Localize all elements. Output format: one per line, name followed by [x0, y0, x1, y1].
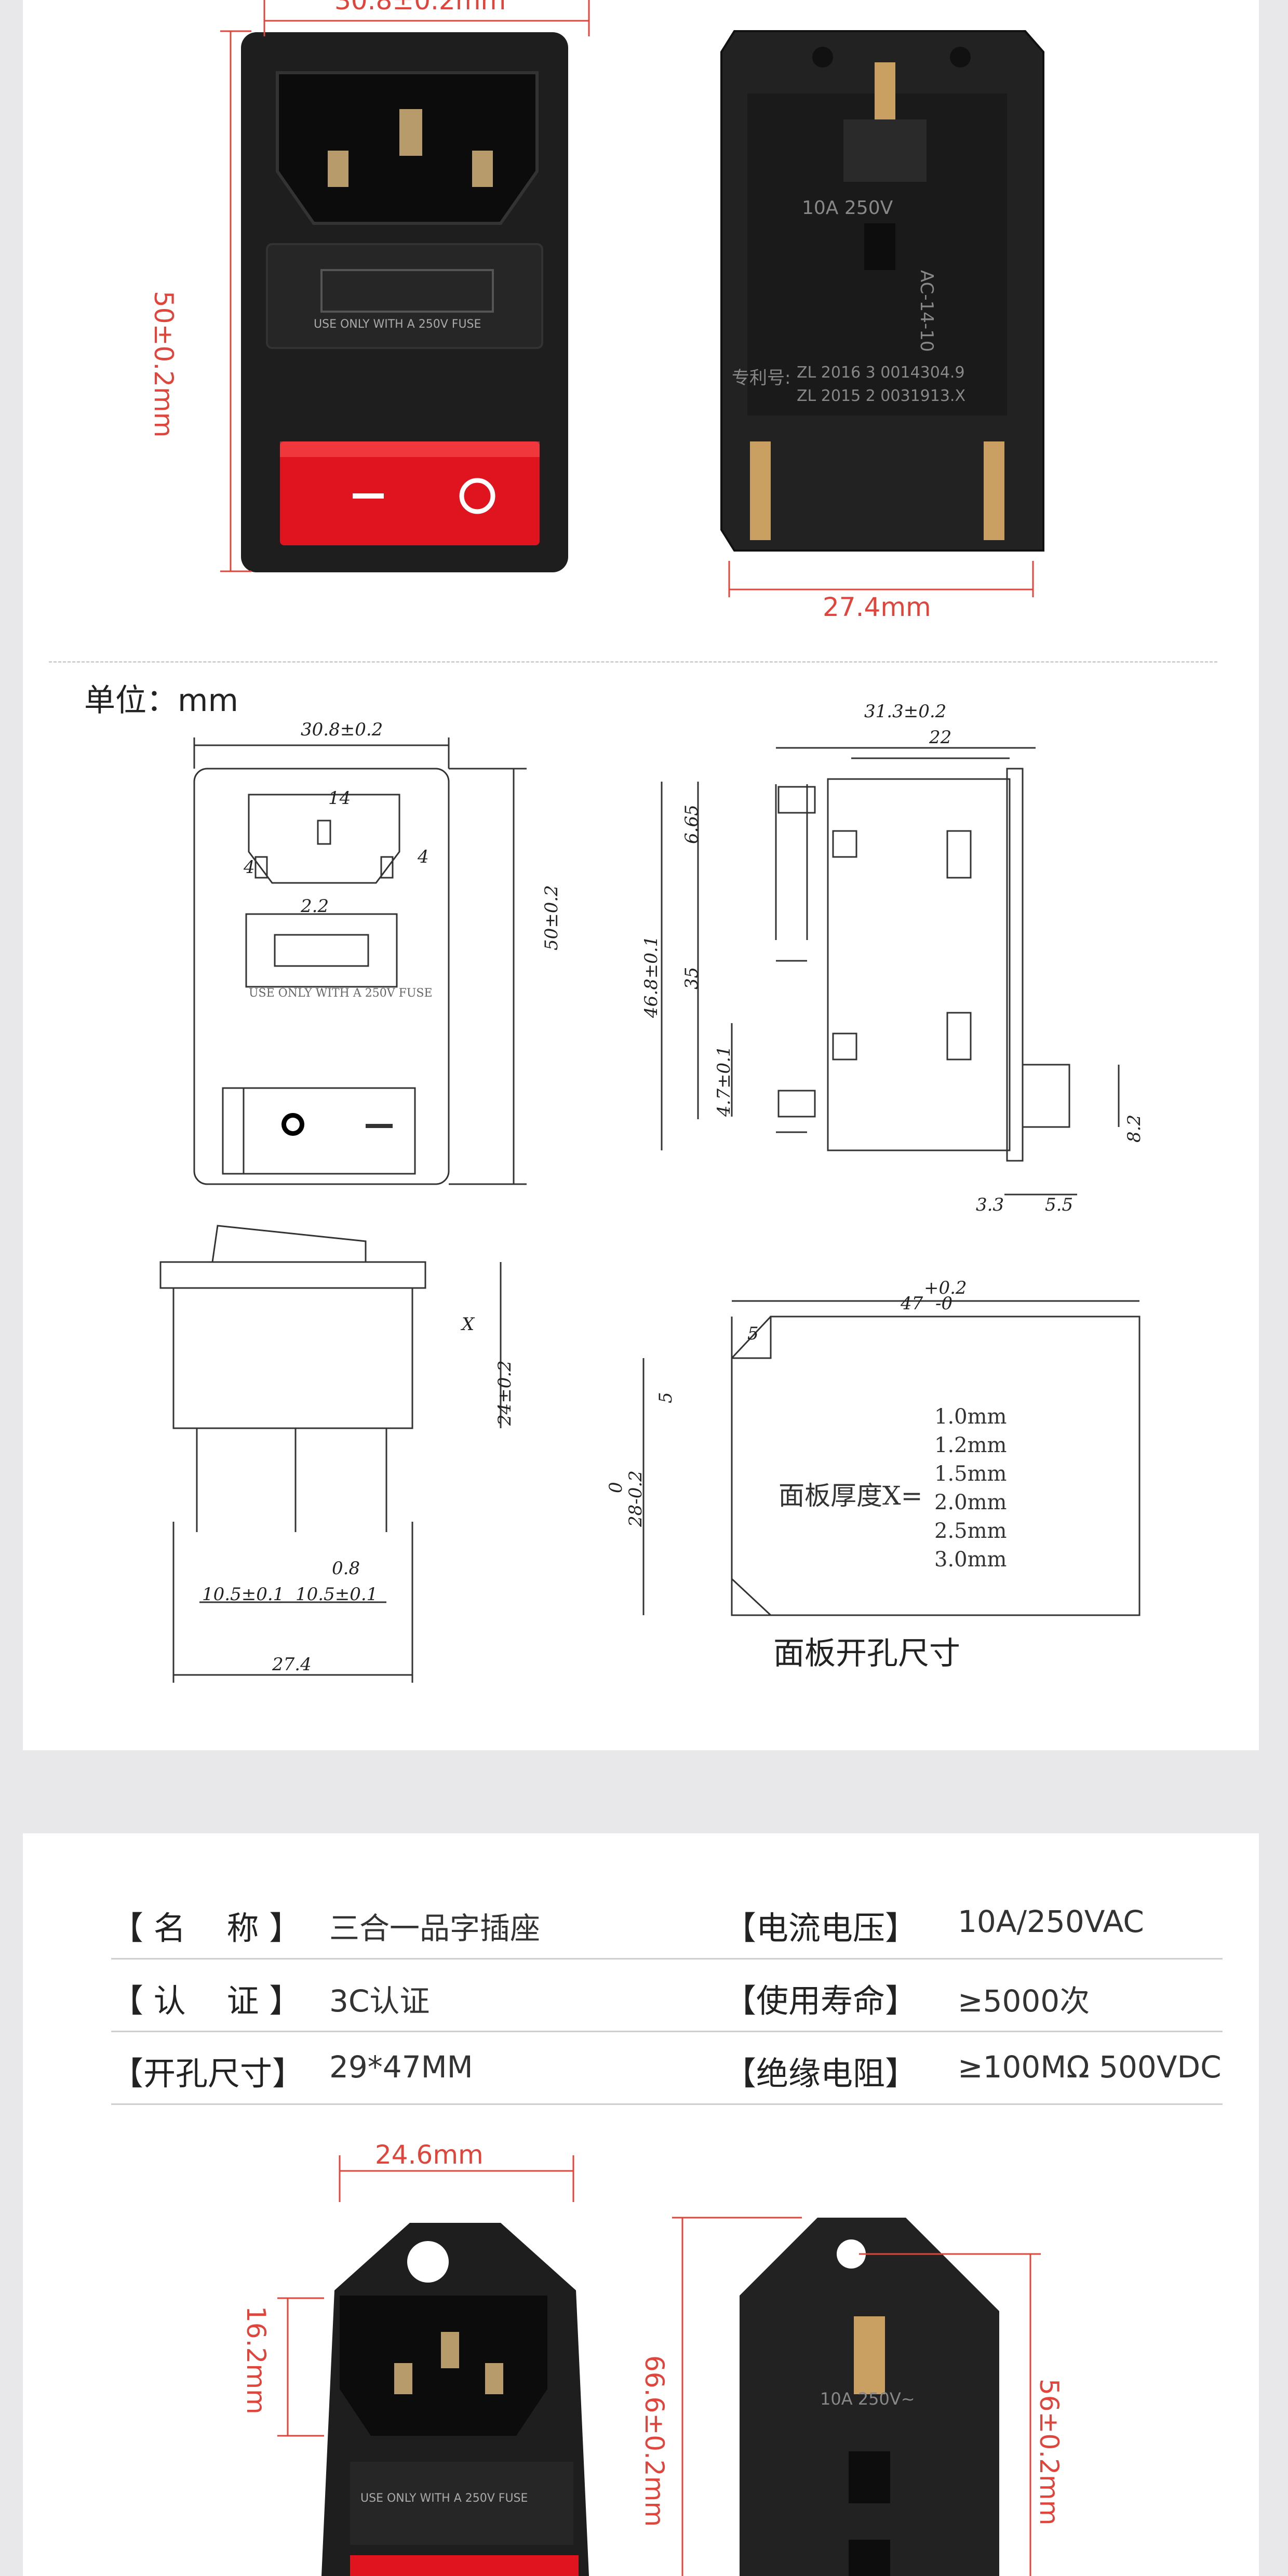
- front-height-dim: 50±0.2: [541, 885, 562, 950]
- drawing-panel-cutout: [642, 1300, 1141, 1616]
- photo-height-label: 50±0.2mm: [149, 291, 179, 438]
- cutout-corner-1: 5: [747, 1323, 759, 1344]
- side-dim-d3: 46.8±0.1: [641, 935, 662, 1018]
- side-body-dim: 22: [929, 727, 952, 748]
- bottom-front-photo: [321, 2223, 589, 2576]
- patent-line2: ZL 2015 2 0031913.X: [797, 387, 966, 405]
- cutout-tol: +0.2: [924, 1278, 967, 1298]
- spec-cutout-value: 29*47MM: [329, 2049, 473, 2085]
- side-dim-d1: 6.65: [681, 804, 702, 844]
- thickness-6: 3.0mm: [934, 1548, 1007, 1572]
- thickness-4: 2.0mm: [934, 1491, 1007, 1514]
- front-module-photo: [241, 32, 568, 572]
- technical-drawings: [159, 737, 1141, 1683]
- photo-dimension-lines: [220, 0, 1034, 597]
- bottom-back-photo: [740, 2218, 999, 2576]
- cutout-h-tol: 0: [606, 1482, 626, 1493]
- side-dim-d2: 35: [681, 967, 702, 989]
- photo-width-label: 30.8±0.2mm: [334, 0, 506, 16]
- spec-insulation-label: 【绝缘电阻】: [724, 2055, 918, 2092]
- side-depth-dim: 31.3±0.2: [864, 701, 947, 722]
- thickness-3: 1.5mm: [934, 1462, 1007, 1486]
- cutout-tol-low: -0: [935, 1293, 953, 1314]
- front-pin-right: 4: [418, 847, 429, 867]
- patent-line1: ZL 2016 3 0014304.9: [797, 364, 965, 382]
- thickness-1: 1.0mm: [934, 1405, 1007, 1429]
- bottom-inner-label: 16.2mm: [241, 2306, 271, 2414]
- bottom-hole-label: 56±0.2mm: [1034, 2379, 1064, 2526]
- cutout-corner-2: 5: [655, 1392, 676, 1403]
- back-width-label: 27.4mm: [823, 592, 931, 622]
- bottom-width-label: 24.6mm: [375, 2140, 484, 2170]
- spec-life-label: 【使用寿命】: [724, 1982, 918, 2020]
- patent-label: 专利号:: [732, 368, 791, 388]
- switch-x-label: X: [462, 1314, 475, 1335]
- spec-life-value: ≥5000次: [958, 1983, 1090, 2019]
- back-rating-text: 10A 250V: [802, 197, 893, 219]
- spec-cutout-label: 【开孔尺寸】: [111, 2055, 305, 2092]
- thickness-5: 2.5mm: [934, 1519, 1007, 1543]
- bottom-fuse-text: USE ONLY WITH A 250V FUSE: [360, 2492, 528, 2505]
- switch-spacing-1: 10.5±0.1: [202, 1584, 285, 1605]
- spec-row-3: 【开孔尺寸】 29*47MM 【绝缘电阻】 ≥100MΩ 500VDC: [111, 2031, 1223, 2105]
- drawing-front-view: [193, 737, 527, 1185]
- cutout-width: 47: [901, 1293, 923, 1314]
- bottom-dimension-lines: [277, 2155, 1041, 2576]
- switch-pin-width: 0.8: [332, 1558, 360, 1579]
- drawing-switch-view: [159, 1225, 502, 1683]
- unit-label: 单位：mm: [84, 682, 238, 719]
- side-dim-d7: 5.5: [1045, 1195, 1074, 1215]
- front-width-dim: 30.8±0.2: [301, 719, 383, 740]
- side-dim-d4: 4.7±0.1: [714, 1045, 734, 1117]
- bottom-product-photos: [277, 2155, 1041, 2576]
- switch-height-dim: 24±0.2: [494, 1360, 515, 1426]
- thickness-label: 面板厚度X=: [779, 1481, 923, 1511]
- side-dim-d5: 8.2: [1124, 1114, 1145, 1143]
- back-module-photo: [720, 30, 1044, 552]
- front-pin-gap: 2.2: [301, 896, 329, 917]
- spec-row-2: 【 认 证 】 3C认证 【使用寿命】 ≥5000次: [111, 1958, 1223, 2032]
- spec-cert-label: 【 认 证 】: [111, 1982, 302, 2020]
- spec-row-1: 【 名 称 】 三合一品字插座 【电流电压】 10A/250VAC: [111, 1885, 1223, 1960]
- fuse-text: USE ONLY WITH A 250V FUSE: [314, 318, 481, 331]
- spec-insulation-value: ≥100MΩ 500VDC: [958, 2049, 1222, 2085]
- spec-voltage-label: 【电流电压】: [724, 1909, 918, 1947]
- spec-name-value: 三合一品字插座: [329, 1911, 541, 1946]
- cutout-height: 28-0.2: [625, 1470, 646, 1527]
- spec-name-label: 【 名 称 】: [111, 1909, 302, 1947]
- switch-spacing-2: 10.5±0.1: [296, 1584, 378, 1605]
- bottom-rating-text: 10A 250V~: [820, 2389, 915, 2409]
- front-pin-spacing: 14: [328, 788, 351, 809]
- drawing-fuse-text: USE ONLY WITH A 250V FUSE: [249, 987, 433, 1000]
- spec-voltage-value: 10A/250VAC: [958, 1904, 1144, 1939]
- product-photos: [220, 0, 1044, 597]
- front-pin-left: 4: [244, 857, 255, 878]
- section-divider: [49, 661, 1217, 663]
- back-model-text: AC-14-10: [916, 270, 937, 352]
- bottom-total-label: 66.6±0.2mm: [639, 2355, 669, 2527]
- spec-cert-value: 3C认证: [329, 1983, 430, 2019]
- dimension-panel: 30.8±0.2mm 50±0.2mm 27.4mm USE ONLY WITH…: [23, 0, 1259, 1750]
- side-dim-d6: 3.3: [976, 1195, 1004, 1215]
- switch-width-dim: 27.4: [272, 1654, 312, 1675]
- spec-panel: 【 名 称 】 三合一品字插座 【电流电压】 10A/250VAC 【 认 证 …: [23, 1833, 1259, 2576]
- thickness-2: 1.2mm: [934, 1433, 1007, 1457]
- drawing-side-view: [661, 747, 1120, 1196]
- cutout-caption: 面板开孔尺寸: [773, 1635, 960, 1672]
